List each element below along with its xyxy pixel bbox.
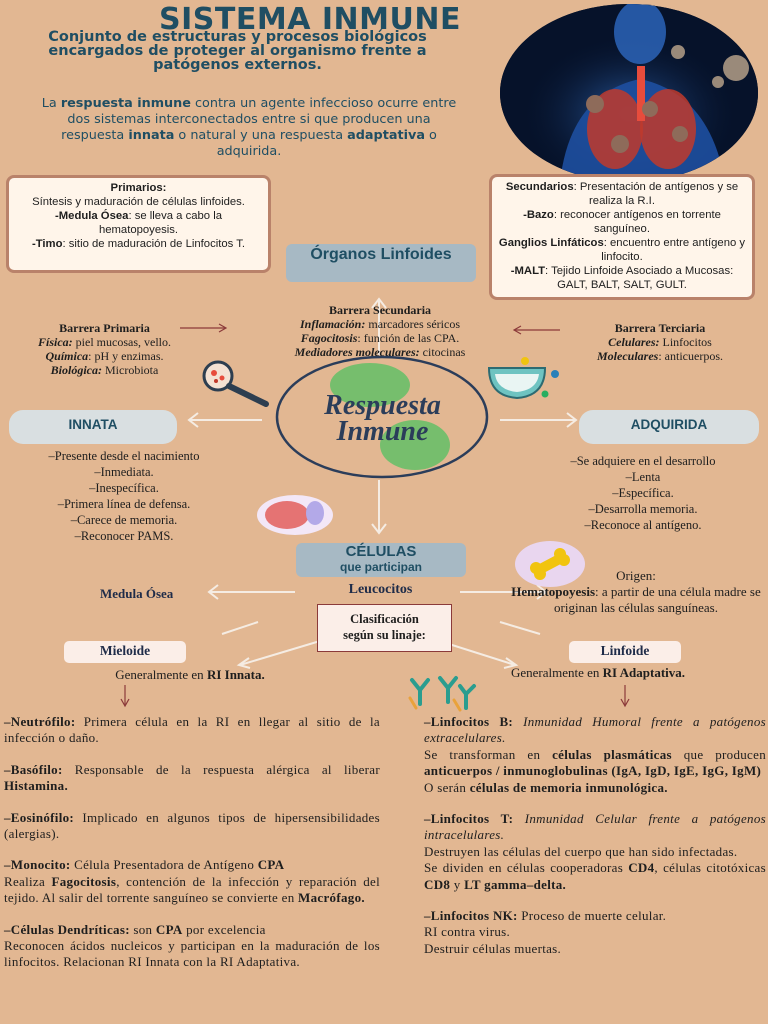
clasificacion-box: Clasificación según su linaje: [317,604,452,652]
linfocitos-b-paragraph: –Linfocitos B: Inmunidad Humoral frente … [424,714,766,795]
mieloide-label: Mieloide [64,641,186,663]
mieloide-general: Generalmente en RI Innata. [115,667,265,682]
bone-icon [515,541,585,587]
innata-badge: INNATA [9,410,177,444]
monocito-paragraph: –Monocito: Célula Presentadora de Antíge… [4,857,381,906]
barrera-primaria: Barrera Primaria Física: piel mucosas, v… [38,321,171,377]
primarios-box: Primarios: Síntesis y maduración de célu… [6,175,271,273]
adquirida-badge: ADQUIRIDA [579,410,759,444]
cell-icon [257,495,333,535]
innata-list: –Presente desde el nacimiento –Inmediata… [48,449,200,543]
basofilo-paragraph: –Basófilo: Responsable de la respuesta a… [4,761,380,794]
secundarios-heading: Secundarios [505,181,574,193]
primarios-heading: Primarios: [110,182,167,194]
center-line-2: Inmune [336,416,429,447]
magnifier-bacteria-icon [202,360,269,407]
neutrofilo-paragraph: –Neutrófilo: Primera célula en la RI en … [4,714,380,746]
eosinofilo-paragraph: –Eosinófilo: Implicado en algunos tipos … [4,809,380,842]
page-title: SISTEMA INMUNE [159,2,461,37]
linfoide-label: Linfoide [569,641,681,663]
barrera-secundaria: Barrera Secundaria Inflamación: marcador… [294,303,466,359]
immune-system-illustration [500,4,758,182]
origen-text: Origen: Hematopoyesis: a partir de una c… [511,568,761,615]
dendriticas-paragraph: –Células Dendríticas: son CPA por excele… [4,921,380,970]
secundarios-box: Secundarios: Presentación de antígenos y… [489,174,755,300]
center-line-1: Respuesta [324,390,441,421]
barrera-terciaria: Barrera Terciaria Celulares: Linfocitos … [597,321,723,363]
organos-linfoides-label: Órganos Linfoides [286,244,476,282]
intro-paragraph: La respuesta inmune contra un agente inf… [41,96,457,159]
antibody-icon [408,676,476,712]
medula-osea-label: Medula Ósea [100,586,174,601]
linfoide-general: Generalmente en RI Adaptativa. [510,665,686,680]
linfoide-cells-text: –Linfocitos B: Inmunidad Humoral frente … [424,714,766,972]
linfocitos-t-paragraph: –Linfocitos T: Inmunidad Celular frente … [424,811,766,892]
linfocitos-nk-paragraph: –Linfocitos NK: Proceso de muerte celula… [424,908,667,956]
page-subtitle: Conjunto de estructuras y procesos bioló… [48,29,427,73]
shield-icon [487,357,559,400]
respuesta-inmune-center: Respuesta Inmune [275,355,490,480]
leucocitos-label: Leucocitos [348,582,413,597]
mieloide-cells-text: –Neutrófilo: Primera célula en la RI en … [4,714,380,986]
adquirida-list: –Se adquiere en el desarrollo –Lenta –Es… [570,454,716,532]
celulas-label: CÉLULAS que participan [296,543,466,577]
